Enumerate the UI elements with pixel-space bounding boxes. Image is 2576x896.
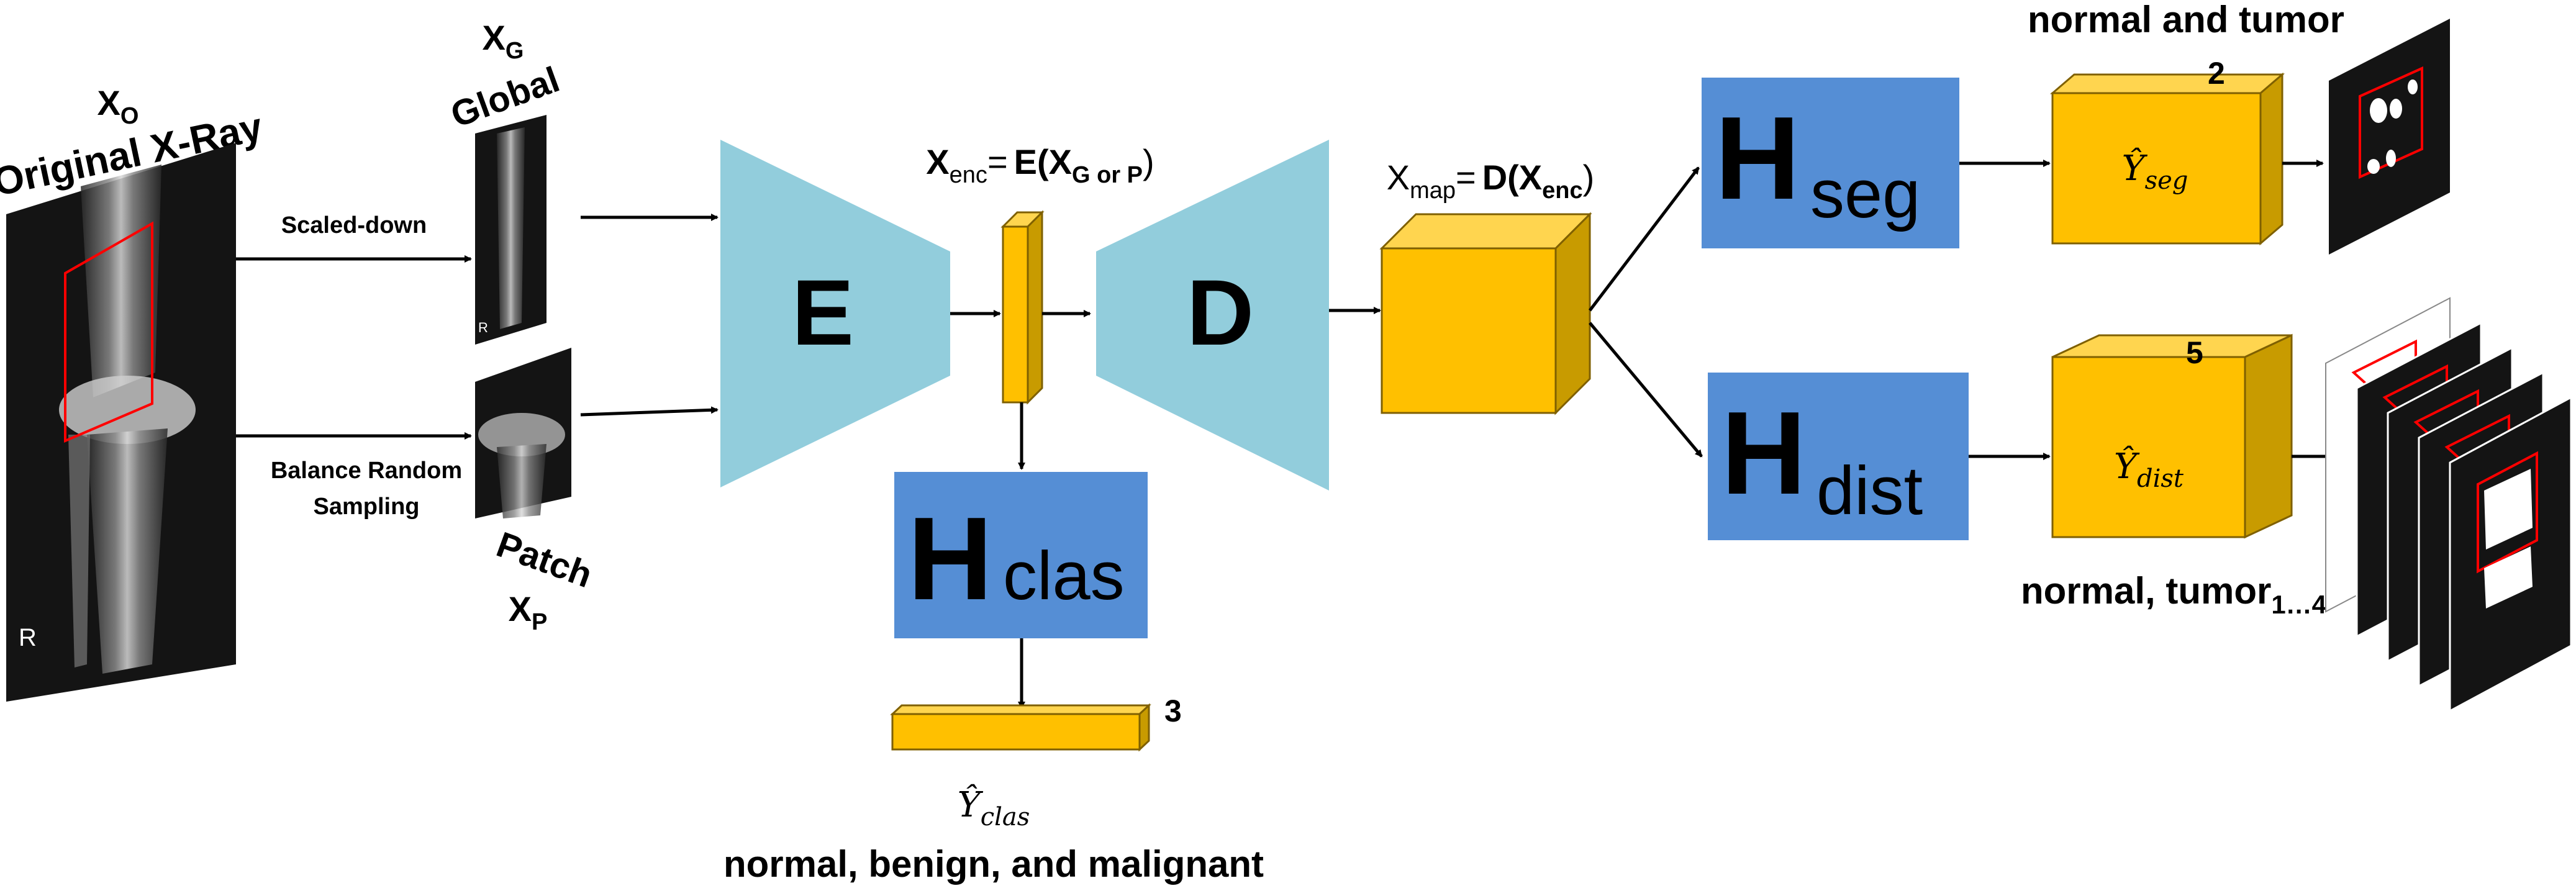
decoder-trapezoid: [1096, 140, 1329, 491]
clas-classes-label: normal, benign, and malignant: [723, 843, 1264, 885]
h-dist-sub: dist: [1816, 453, 1923, 529]
y-clas-symbol: Ŷclas: [958, 784, 1030, 831]
scaled-down-label: Scaled-down: [281, 212, 427, 238]
patch-branch: Patch XP: [475, 348, 597, 635]
seg-channels: 2: [2208, 56, 2225, 91]
feature-map-cube: [1379, 212, 1592, 415]
y-seg-symbol: Ŷseg: [2122, 147, 2188, 195]
balance-label-line2: Sampling: [313, 494, 419, 520]
decoder-formula: Xmap=D(Xenc): [1387, 158, 1595, 204]
dist-map-stack: [2325, 297, 2572, 713]
dist-classes-label: normal, tumor1…4: [2021, 570, 2327, 619]
xg-symbol: XG: [483, 18, 524, 64]
balance-label-line1: Balance Random: [271, 458, 462, 484]
clas-output-vector: [890, 703, 1151, 752]
dist-output-cube: [2051, 333, 2293, 539]
latent-tensor: [1000, 210, 1045, 405]
clas-channels: 3: [1164, 694, 1182, 728]
femur-shape: [81, 165, 161, 397]
h-clas-label: H: [907, 493, 992, 625]
xray-marker: R: [19, 624, 37, 651]
fibula-shape: [68, 435, 90, 667]
y-dist-symbol: Ŷdist: [2114, 445, 2184, 493]
xp-symbol: XP: [509, 589, 548, 635]
dist-map-4: [2449, 396, 2572, 713]
tibia-shape: [87, 428, 168, 674]
seg-output-cube: [2049, 72, 2285, 246]
h-dist-label: H: [1721, 387, 1806, 519]
h-dist-box: [1708, 373, 1969, 540]
h-seg-label: H: [1715, 93, 1800, 224]
encoder-formula: Xenc=E(XG or P): [926, 142, 1154, 188]
global-branch: XG Global R: [445, 18, 565, 345]
encoder-trapezoid: [720, 140, 950, 487]
roi-box: [64, 221, 153, 443]
knee-joint-shape: [59, 376, 196, 444]
global-marker: R: [478, 320, 488, 335]
global-title: Global: [445, 59, 565, 135]
h-clas-sub: clas: [1003, 538, 1125, 614]
decoder-label: D: [1187, 260, 1254, 364]
original-xray-group: XO Original X-Ray R: [0, 83, 266, 702]
dist-channels: 5: [2186, 335, 2203, 370]
xo-symbol: XO: [98, 83, 139, 129]
h-seg-sub: seg: [1810, 156, 1920, 232]
seg-mask-image: [2329, 19, 2450, 255]
arrow-map-to-hseg: [1589, 166, 1700, 312]
global-bone-shape: [497, 127, 525, 329]
encoder-label: E: [792, 260, 854, 364]
seg-classes-label: normal and tumor: [2028, 0, 2344, 40]
h-clas-box: [894, 472, 1148, 638]
patch-bone-shape: [497, 444, 546, 518]
arrow-patch-to-encoder: [580, 406, 719, 417]
patch-title: Patch: [491, 524, 597, 595]
arrow-map-to-hdist: [1589, 322, 1703, 458]
h-seg-box: [1702, 78, 1959, 248]
